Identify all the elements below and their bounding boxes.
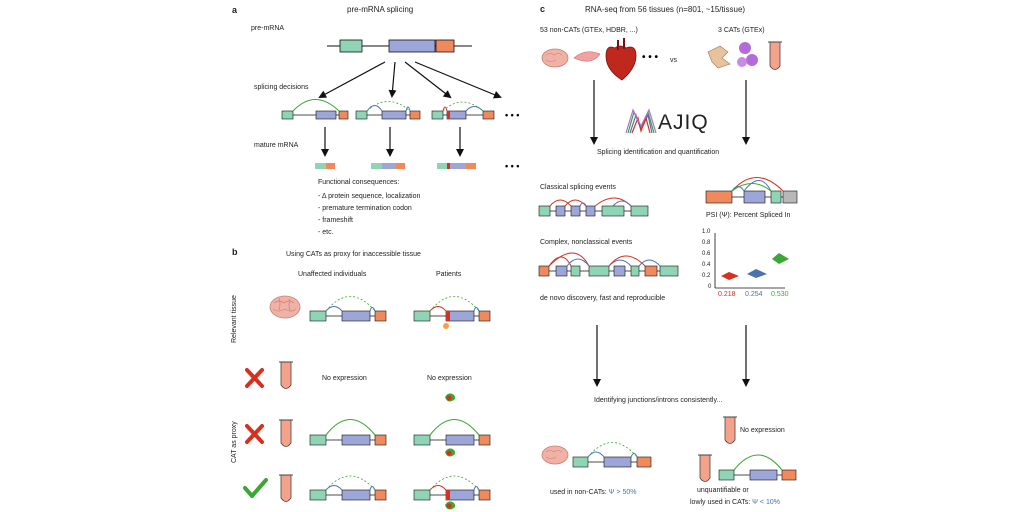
tube-icon-c3 (698, 454, 712, 482)
green-check-icon (243, 478, 268, 498)
mutation-icon (443, 323, 449, 329)
ellipsis-decision: • • • (505, 110, 519, 120)
vs-label: vs (670, 57, 677, 64)
gene-noncat (572, 442, 652, 468)
psi-violin-red (721, 272, 739, 280)
majiq-arrows (590, 80, 750, 145)
psi-plot (714, 233, 789, 289)
mature-mrna-2 (371, 163, 405, 169)
majiq-logo-m (625, 108, 657, 134)
no-expression-left: No expression (322, 375, 367, 382)
ellipsis-mature: • • • (505, 161, 519, 171)
psi-label: PSI (Ψ): Percent Spliced In (706, 212, 791, 219)
col-patients: Patients (436, 271, 462, 278)
unquant-prefix: lowly used in CATs: (690, 499, 753, 506)
panel-b-title: Using CATs as proxy for inaccessible tis… (286, 251, 421, 258)
gene-relevant-unaffected (309, 296, 387, 322)
used-prefix: used in non-CATs: (550, 489, 609, 496)
unquant-line2: lowly used in CATs: Ψ < 10% (690, 499, 780, 506)
row-relevant-tissue: Relevant tissue (231, 295, 238, 343)
classical-label: Classical splicing events (540, 184, 616, 191)
panel-c: • • • (538, 38, 798, 482)
psi-violin-blue (747, 269, 767, 278)
muscle-icon (573, 51, 601, 62)
gene-cat-patients-2 (413, 475, 491, 510)
panel-a-title: pre-mRNA splicing (347, 5, 414, 14)
heart-icon (605, 38, 637, 81)
complex-label: Complex, nonclassical events (540, 239, 633, 246)
panel-b (243, 295, 491, 510)
splicing-factor-icon-1 (445, 393, 456, 402)
gene-cat-unaffected-2 (309, 475, 387, 501)
unquant-value: Ψ < 10% (752, 499, 780, 506)
psi-gene-diagram (705, 177, 798, 204)
panel-b-label: b (232, 247, 238, 257)
no-expression-c: No expression (740, 427, 785, 434)
tube-icon-c (768, 41, 782, 70)
psi-tick-2: 0.8 (702, 240, 711, 246)
panel-c-title: RNA-seq from 56 tissues (n=801, ~15/tiss… (585, 5, 746, 14)
consequence-item-1: - Δ protein sequence, localization (318, 193, 421, 200)
step2-label: Identifying junctions/introns consistent… (594, 397, 723, 404)
cats-label: 3 CATs (GTEx) (718, 27, 765, 34)
consequence-item-3: - frameshift (318, 217, 354, 224)
gene-cat-patients-1 (413, 419, 491, 457)
tube-icon-c2 (723, 416, 737, 444)
psi-value-blue: 0.254 (745, 291, 763, 298)
no-expression-right: No expression (427, 375, 472, 382)
skin-icon (707, 45, 731, 69)
step2-arrows (593, 325, 750, 387)
majiq-logo-text: AJIQ (658, 111, 709, 134)
gene-cat-unaffected-1 (309, 419, 387, 446)
panel-a: • • • • • • (281, 39, 519, 171)
used-value: Ψ > 50% (608, 489, 637, 496)
panel-a-label: a (232, 5, 238, 15)
consequences-title: Functional consequences: (318, 179, 400, 186)
used-noncats-label: used in non-CATs: Ψ > 50% (550, 489, 636, 496)
psi-tick-3: 0.6 (702, 251, 711, 257)
red-x-icon-1 (245, 368, 264, 388)
consequence-item-4: - etc. (318, 229, 334, 236)
psi-violin-green (772, 253, 789, 264)
mature-mrna-3 (437, 163, 476, 169)
tube-icon-3 (279, 474, 293, 502)
brain-icon (269, 295, 301, 319)
splice-decision-2 (355, 101, 421, 120)
tube-icon-1 (279, 361, 293, 389)
decision-arrows (318, 61, 502, 99)
mature-mrna-1 (315, 163, 335, 169)
psi-value-green: 0.530 (771, 291, 789, 298)
tube-icon-2 (279, 419, 293, 447)
mature-arrows (321, 127, 464, 157)
consequence-item-2: - premature termination codon (318, 205, 412, 212)
panel-c-label: c (540, 4, 546, 14)
splice-decision-1 (281, 99, 349, 120)
brain-icon-c (541, 48, 569, 68)
step1-label: Splicing identification and quantificati… (597, 149, 720, 156)
row-cat-proxy: CAT as proxy (231, 421, 238, 463)
complex-events-diagram (538, 252, 679, 277)
psi-tick-5: 0.2 (702, 273, 711, 279)
splice-decision-3 (431, 101, 495, 120)
cells-icon (737, 42, 758, 67)
psi-tick-1: 1.0 (702, 229, 711, 235)
gene-relevant-patients (413, 296, 491, 329)
ellipsis-tissues: • • • (642, 52, 659, 63)
classical-events-diagram (538, 197, 649, 217)
denovo-label: de novo discovery, fast and reproducible (540, 295, 666, 302)
pre-mrna-label: pre-mRNA (251, 25, 285, 32)
psi-tick-6: 0 (708, 284, 712, 290)
brain-icon-c2 (541, 445, 569, 465)
gene-cat (718, 454, 797, 481)
pre-mrna-gene (327, 39, 472, 53)
mature-mrna-label: mature mRNA (254, 142, 299, 149)
col-unaffected: Unaffected individuals (298, 271, 367, 278)
splicing-decisions-label: splicing decisions (254, 84, 309, 91)
noncats-label: 53 non-CATs (GTEx, HDBR, ...) (540, 27, 638, 34)
unquant-line1: unquantifiable or (697, 487, 749, 494)
psi-value-red: 0.218 (718, 291, 736, 298)
red-x-icon-2 (245, 424, 264, 444)
psi-tick-4: 0.4 (702, 262, 711, 268)
